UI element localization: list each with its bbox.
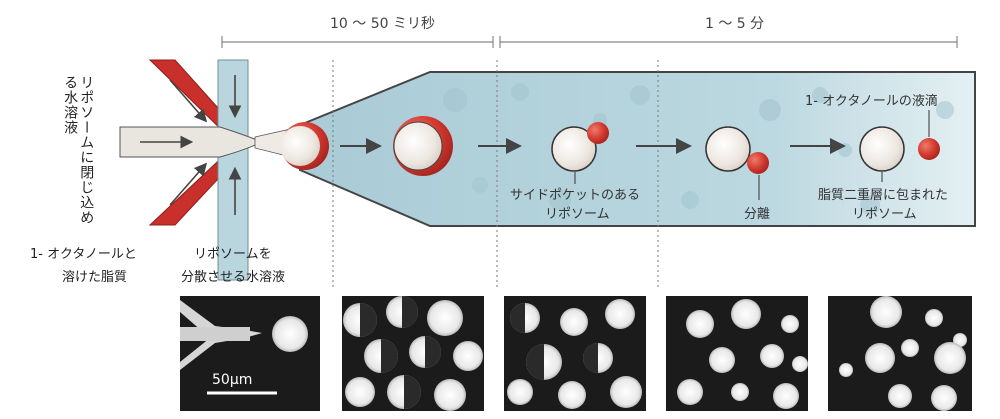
inner-solution-label: リポソームに閉じ込める水溶液 bbox=[62, 75, 94, 235]
bilayer-label-2: リポソーム bbox=[852, 207, 917, 222]
micrograph-5 bbox=[828, 296, 972, 411]
time-bar-early bbox=[221, 36, 494, 48]
droplet-label: 1- オクタノールの液滴 bbox=[805, 93, 938, 109]
dispersion-label-1: リポソームを bbox=[194, 247, 272, 262]
micrograph-3 bbox=[504, 296, 646, 411]
time-label-early: 10 ～ 50 ミリ秒 bbox=[330, 16, 435, 32]
inner-solution-label-1: リポソームに bbox=[78, 75, 95, 165]
octanol-droplet bbox=[918, 138, 940, 160]
separation-label: 分離 bbox=[744, 207, 770, 222]
side-pocket-drop bbox=[587, 122, 609, 144]
oil-label-2: 溶けた脂質 bbox=[62, 270, 128, 285]
liposome-separating bbox=[705, 126, 751, 172]
separating-drop bbox=[747, 152, 769, 174]
stage-dividers bbox=[332, 60, 659, 290]
liposome-side-pocket bbox=[551, 126, 597, 172]
micrograph-1 bbox=[180, 296, 320, 411]
dispersion-label-2: 分散させる水溶液 bbox=[181, 270, 286, 285]
micrograph-4 bbox=[666, 296, 808, 411]
side-pocket-label-2: リポソーム bbox=[545, 207, 610, 222]
forming-droplet bbox=[280, 126, 320, 166]
liposome-bilayer bbox=[859, 126, 905, 172]
time-bar-late bbox=[499, 36, 958, 48]
micrograph-2 bbox=[342, 296, 484, 411]
oil-label-1: 1- オクタノールと bbox=[30, 247, 137, 262]
inlet-arrows bbox=[140, 75, 242, 215]
side-pocket-label-1: サイドポケットのある bbox=[510, 188, 640, 203]
scale-bar-label: 50μm bbox=[212, 372, 252, 388]
time-label-late: 1 ～ 5 分 bbox=[705, 16, 764, 32]
bilayer-label-1: 脂質二重層に包まれた bbox=[818, 187, 948, 203]
inner-solution-label-2: 閉じ込める水溶液 bbox=[62, 75, 95, 225]
background-bubbles bbox=[443, 83, 954, 215]
droplet-stage2 bbox=[393, 121, 443, 171]
channel bbox=[299, 71, 976, 227]
